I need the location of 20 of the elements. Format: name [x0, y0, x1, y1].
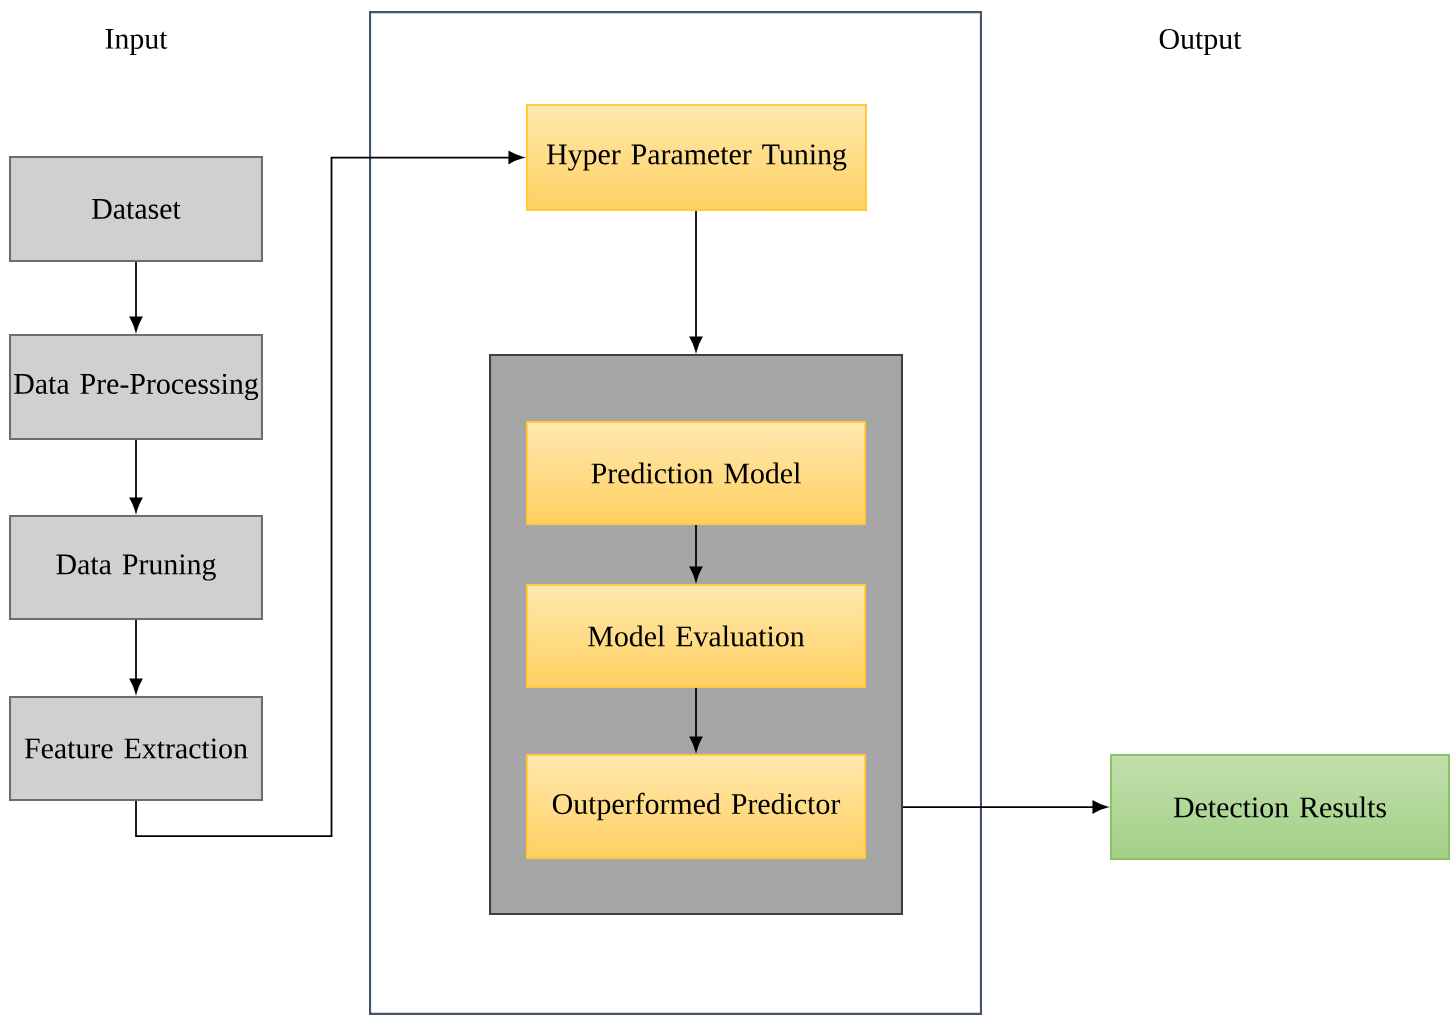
process-box: Hyper Parameter Tuning [526, 103, 868, 212]
process-box: Outperformed Predictor [526, 753, 867, 860]
process-box: Model Evaluation [526, 583, 867, 689]
result-box: Detection Results [1110, 753, 1451, 861]
heading: Input [105, 29, 168, 55]
arrow [129, 439, 143, 513]
process-box: Feature Extraction [8, 695, 264, 802]
arrow [689, 210, 703, 352]
arrow [129, 261, 143, 332]
process-box: Data Pre-Processing [8, 333, 264, 441]
arrow [135, 151, 524, 837]
arrow [689, 524, 703, 582]
arrow [902, 800, 1108, 814]
process-box: Prediction Model [526, 420, 867, 526]
container-frame [369, 11, 982, 1015]
arrow [129, 619, 143, 694]
arrow [689, 687, 703, 752]
process-box: Dataset [8, 155, 264, 263]
process-box: Data Pruning [8, 514, 264, 621]
heading: Output [1159, 28, 1242, 56]
